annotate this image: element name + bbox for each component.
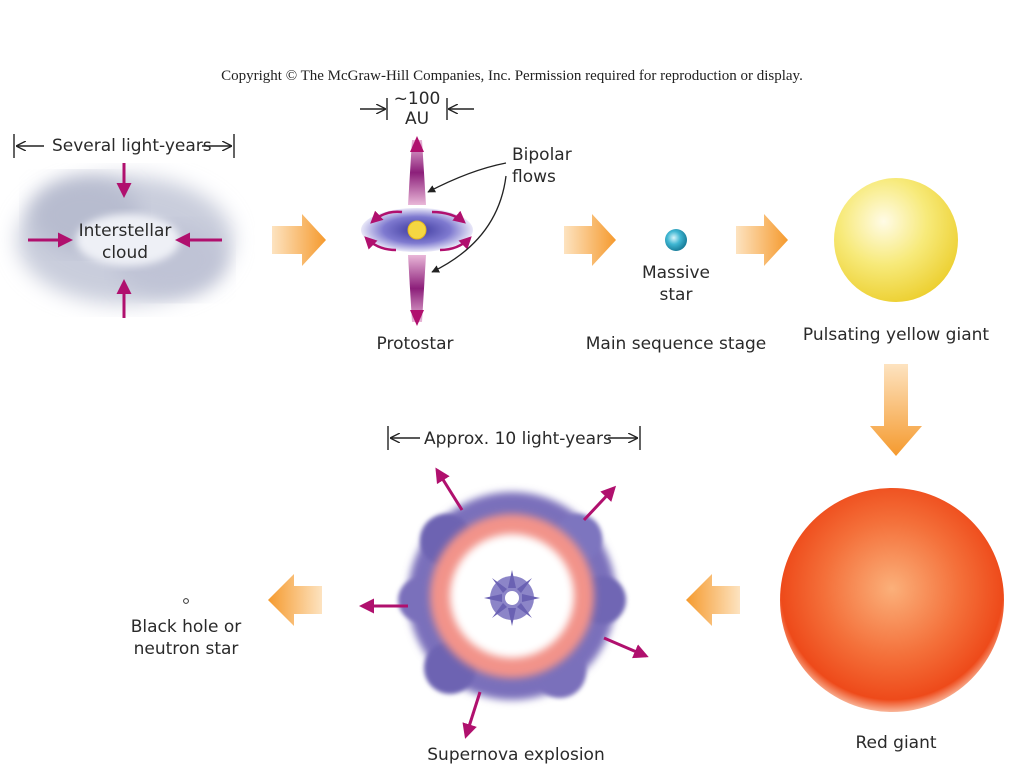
copyright-notice: Copyright © The McGraw-Hill Companies, I… (221, 68, 803, 84)
bipolar-flows-label-line1: Bipolar (512, 145, 572, 165)
red-giant-graphic (780, 488, 1004, 712)
interstellar-cloud-graphic (17, 176, 233, 304)
approx-10-light-years-label: Approx. 10 light-years (424, 429, 612, 449)
stage-arrow-3 (736, 214, 788, 266)
several-light-years-dimension (13, 134, 235, 158)
several-light-years-label: Several light-years (52, 136, 212, 156)
massive-star-label-line2: star (659, 285, 693, 305)
stage-arrow-down (870, 364, 922, 456)
au-dimension (360, 98, 474, 120)
yellow-giant-label: Pulsating yellow giant (802, 325, 990, 345)
cloud-contraction-arrows (28, 163, 222, 318)
approx-10-dimension (387, 426, 641, 450)
interstellar-cloud-label-line1: Interstellar (78, 221, 172, 241)
protostar-label: Protostar (376, 334, 454, 354)
supernova-graphic (398, 492, 626, 700)
stage-arrow-left-1 (686, 574, 740, 626)
main-sequence-label: Main sequence stage (585, 334, 767, 354)
stage-arrow-left-2 (268, 574, 322, 626)
stage-arrow-2 (564, 214, 616, 266)
massive-star-label-line1: Massive (641, 263, 711, 283)
stage-arrow-1 (272, 214, 326, 266)
massive-star-graphic (665, 229, 687, 251)
bipolar-flows-label-line2: flows (512, 167, 556, 187)
au-label-line2: AU (404, 109, 430, 129)
red-giant-label: Red giant (855, 733, 937, 753)
au-label-line1: ~100 (393, 89, 441, 109)
black-hole-label-line2: neutron star (133, 639, 239, 659)
interstellar-cloud-label-line2: cloud (101, 243, 149, 263)
supernova-ejection-arrows (359, 467, 649, 739)
black-hole-label-line1: Black hole or (130, 617, 242, 637)
protostar-graphic (361, 136, 473, 326)
yellow-giant-graphic (834, 178, 958, 302)
black-hole-graphic (183, 598, 189, 604)
supernova-label: Supernova explosion (427, 745, 605, 765)
bipolar-flow-pointers (427, 162, 507, 273)
